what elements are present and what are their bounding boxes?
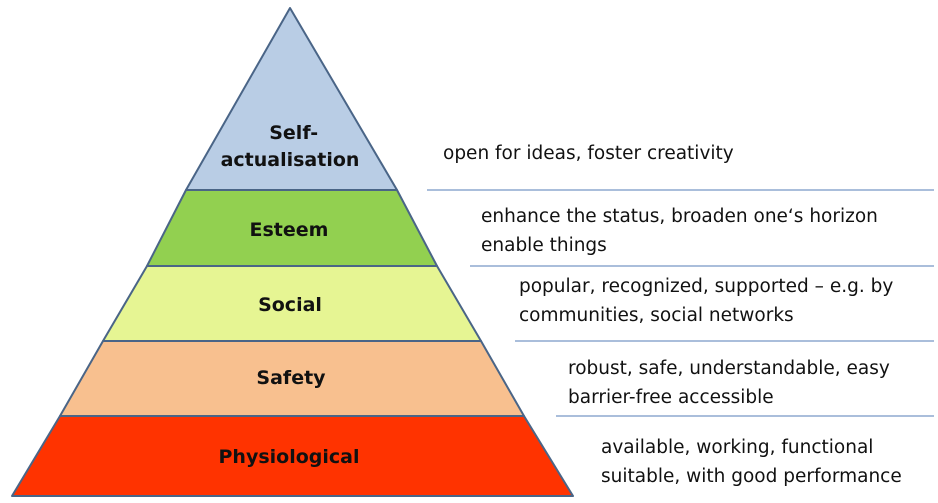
description-line: robust, safe, understandable, easy	[568, 358, 890, 379]
description-line: suitable, with good performance	[601, 466, 902, 487]
level-label-physiological: Physiological	[219, 446, 360, 468]
description-line: available, working, functional	[601, 437, 874, 458]
description-line: enhance the status, broaden one‘s horizo…	[481, 206, 878, 227]
description-line: open for ideas, foster creativity	[443, 143, 734, 164]
level-label-self-actualisation: Self- actualisation	[221, 122, 360, 171]
description-line: barrier-free accessible	[568, 387, 774, 408]
description-line: popular, recognized, supported – e.g. by	[519, 276, 894, 297]
level-label-social: Social	[258, 294, 322, 316]
level-physiological	[11, 415, 574, 497]
description-self-actualisation: open for ideas, foster creativity	[443, 139, 734, 168]
description-esteem: enhance the status, broaden one‘s horizo…	[481, 202, 878, 260]
description-social: popular, recognized, supported – e.g. by…	[519, 272, 893, 330]
description-safety: robust, safe, understandable, easy barri…	[568, 354, 890, 412]
level-label-safety: Safety	[256, 367, 326, 389]
description-physiological: available, working, functional suitable,…	[601, 433, 902, 491]
description-line: communities, social networks	[519, 305, 794, 326]
level-label-esteem: Esteem	[250, 219, 329, 241]
description-line: enable things	[481, 235, 607, 256]
